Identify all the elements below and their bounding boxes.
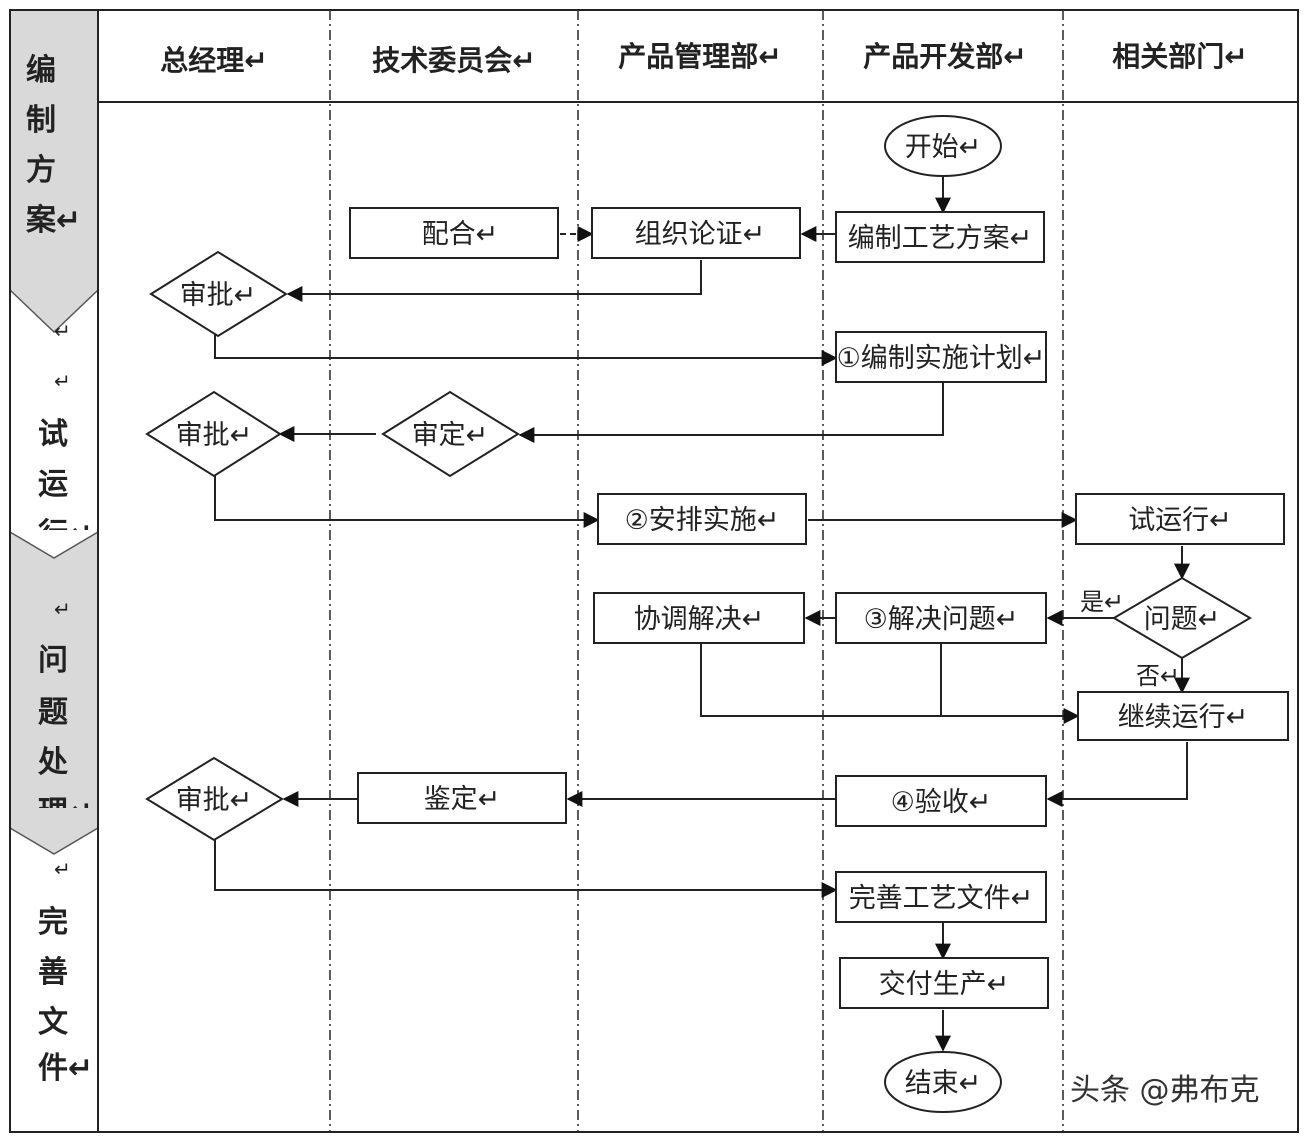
node-appraise-label: 鉴定↵	[424, 784, 501, 815]
node-review-label: 审定↵	[412, 420, 489, 451]
node-trial: 试运行↵	[1075, 493, 1285, 545]
phase-3-mark: ↵	[54, 597, 71, 621]
node-organize: 组织论证↵	[591, 207, 801, 259]
lane-header-gm: 总经理↵	[160, 44, 267, 77]
node-start: 开始↵	[884, 115, 1002, 177]
node-improve: 完善工艺文件↵	[835, 871, 1047, 923]
node-accept-label: ④验收↵	[891, 787, 992, 818]
phase-2-mark-1: ↵	[54, 319, 71, 343]
node-impl-plan: ①编制实施计划↵	[835, 331, 1047, 383]
node-trial-label: 试运行↵	[1128, 505, 1232, 536]
node-arrange-label: ②安排实施↵	[625, 505, 780, 536]
phase-4-char-4: 件↵	[38, 1051, 93, 1086]
node-impl-plan-label: ①编制实施计划↵	[837, 343, 1046, 374]
phase-4-char-2: 善	[38, 955, 68, 990]
node-approve-1: 审批↵	[149, 250, 288, 338]
phase-band-1	[10, 10, 98, 332]
node-end: 结束↵	[884, 1051, 1002, 1113]
node-problem-label: 问题↵	[1144, 604, 1221, 635]
node-accept: ④验收↵	[835, 775, 1047, 827]
arrow-approve3-to-improve	[214, 840, 838, 898]
node-approve-1-label: 审批↵	[180, 280, 257, 311]
node-appraise: 鉴定↵	[357, 772, 567, 824]
node-prep-plan: 编制工艺方案↵	[835, 211, 1045, 263]
phase-column: 编 制 方 案↵ ↵ ↵ 试 运 行↵ ↵ 问 题 处 理↵ ↵ 完 善 文 件…	[9, 10, 99, 1086]
arrow-approve2-to-arrange	[214, 474, 600, 528]
node-approve-2-label: 审批↵	[176, 420, 253, 451]
node-coordinate: 协调解决↵	[593, 592, 805, 644]
phase-3-char-4: 理↵	[38, 795, 93, 830]
node-solve: ③解决问题↵	[835, 592, 1047, 644]
phase-2-mark-2: ↵	[54, 369, 71, 393]
phase-3-char-1: 问	[38, 643, 68, 678]
outer-frame	[9, 9, 1299, 1133]
arrow-organize-to-approve1	[286, 260, 702, 302]
phase-band-3	[10, 532, 98, 854]
watermark: 头条 @弗布克	[1070, 1073, 1260, 1108]
lane-header-related-depts: 相关部门↵	[1112, 40, 1247, 73]
edge-label-no: 否↵	[1136, 662, 1180, 690]
node-continue-label: 继续运行↵	[1118, 702, 1249, 733]
edge-label-yes: 是↵	[1080, 588, 1124, 616]
phase-4-char-3: 文	[38, 1005, 68, 1040]
lane-header-product-mgmt: 产品管理部↵	[618, 40, 781, 73]
phase-4-char-1: 完	[38, 905, 68, 940]
node-continue: 继续运行↵	[1077, 691, 1289, 741]
phase-3-char-3: 处	[37, 745, 68, 780]
arrow-impl-plan-to-review	[518, 382, 944, 443]
lane-header-tech-committee: 技术委员会↵	[372, 44, 535, 77]
phase-2-char-3: 行↵	[37, 517, 93, 552]
node-deliver: 交付生产↵	[839, 957, 1049, 1009]
arrow-approve1-to-impl-plan	[214, 334, 838, 366]
node-review: 审定↵	[381, 390, 520, 478]
node-start-label: 开始↵	[905, 132, 982, 163]
node-cooperate: 配合↵	[349, 207, 559, 259]
phase-2-char-1: 试	[38, 417, 68, 452]
phase-4-mark: ↵	[54, 857, 71, 881]
arrow-continue-to-accept	[1046, 742, 1188, 807]
node-problem: 问题↵	[1112, 576, 1252, 660]
node-deliver-label: 交付生产↵	[879, 969, 1010, 1000]
node-prep-plan-label: 编制工艺方案↵	[848, 223, 1033, 254]
node-end-label: 结束↵	[905, 1068, 982, 1099]
phase-1-char-4: 案↵	[26, 203, 81, 238]
node-cooperate-label: 配合↵	[422, 219, 499, 250]
node-arrange: ②安排实施↵	[597, 493, 807, 545]
node-solve-label: ③解决问题↵	[864, 604, 1019, 635]
phase-2-char-2: 运	[38, 467, 68, 502]
lane-header-product-dev: 产品开发部↵	[863, 40, 1026, 73]
arrow-coordinate-to-continue	[700, 644, 1080, 724]
node-coordinate-label: 协调解决↵	[634, 604, 765, 635]
node-improve-label: 完善工艺文件↵	[849, 883, 1034, 914]
node-organize-label: 组织论证↵	[635, 219, 766, 250]
phase-1-char-1: 编	[26, 53, 56, 88]
phase-1-char-2: 制	[26, 103, 56, 138]
connectors	[214, 176, 1190, 1052]
node-approve-3: 审批↵	[145, 756, 284, 842]
node-approve-2: 审批↵	[145, 390, 282, 478]
phase-3-char-2: 题	[38, 695, 68, 730]
phase-1-char-3: 方	[26, 153, 56, 188]
node-approve-3-label: 审批↵	[176, 785, 253, 816]
